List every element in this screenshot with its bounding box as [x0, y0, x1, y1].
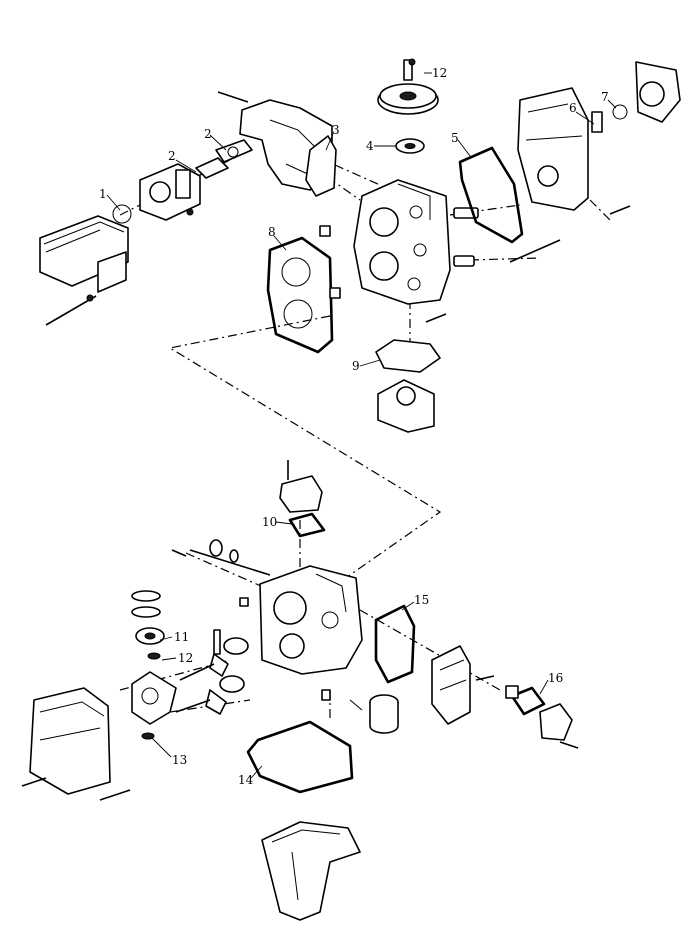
timing-pulley: [377, 59, 439, 115]
pistons-rods: [175, 629, 249, 715]
callout-8: 8: [268, 225, 276, 239]
cylinder-head: [353, 179, 451, 305]
callout-labels: 1 2 2 3 4 12 5 6 7 8 9 10 15 11 12 16 13…: [99, 66, 609, 787]
callout-11: 11: [174, 630, 189, 644]
callout-12-top: 12: [432, 66, 447, 80]
assembly-lines: [39, 122, 611, 781]
callout-14: 14: [238, 773, 254, 787]
callout-7: 7: [601, 90, 609, 104]
spark-plugs: [453, 207, 561, 267]
callout-10: 10: [262, 515, 277, 529]
callout-3: 3: [332, 123, 340, 137]
o-ring-seal: [112, 204, 132, 224]
callout-13: 13: [172, 753, 187, 767]
callout-1: 1: [99, 187, 107, 201]
thermostat-cover: [635, 61, 681, 123]
oil-filter: [349, 694, 399, 734]
callout-6: 6: [569, 101, 577, 115]
exhaust-cover: [431, 645, 471, 725]
callout-2b: 2: [204, 127, 212, 141]
thermostat: [591, 111, 603, 133]
callout-12-lower: 12: [178, 651, 193, 665]
thermostat-o-ring: [612, 104, 628, 120]
cylinder-block: [259, 565, 363, 675]
bolts-lower: [171, 549, 495, 701]
head-cover-gasket: [458, 146, 524, 244]
callout-2a: 2: [168, 149, 176, 163]
upper-housing-cap: [279, 460, 323, 513]
intake-silencer: [39, 215, 129, 326]
callout-4: 4: [366, 139, 374, 153]
crankshaft: [131, 671, 177, 740]
oil-pan-gasket: [246, 720, 354, 794]
callout-leaders: [106, 72, 617, 779]
cap-gasket: [288, 512, 326, 538]
callout-5: 5: [451, 131, 459, 145]
pump-gasket: [375, 339, 441, 373]
starter-pinion-shaft: [189, 539, 271, 576]
callout-16: 16: [548, 671, 563, 685]
bearing: [395, 138, 425, 154]
intake-gaskets: [195, 139, 253, 179]
mounting-bracket: [21, 687, 131, 801]
block-cover-gasket: [374, 604, 416, 684]
head-gasket: [266, 236, 334, 354]
callout-9: 9: [352, 359, 360, 373]
thermostat-housing: [505, 685, 579, 749]
oil-pump: [377, 379, 435, 433]
crankshaft-bearings: [131, 590, 165, 660]
head-cover: [517, 87, 589, 211]
drive-shaft-housing: [261, 821, 361, 921]
bolts-upper: [319, 58, 631, 323]
carburetor: [139, 163, 201, 221]
callout-15: 15: [414, 593, 429, 607]
manifold-gasket: [305, 135, 337, 197]
